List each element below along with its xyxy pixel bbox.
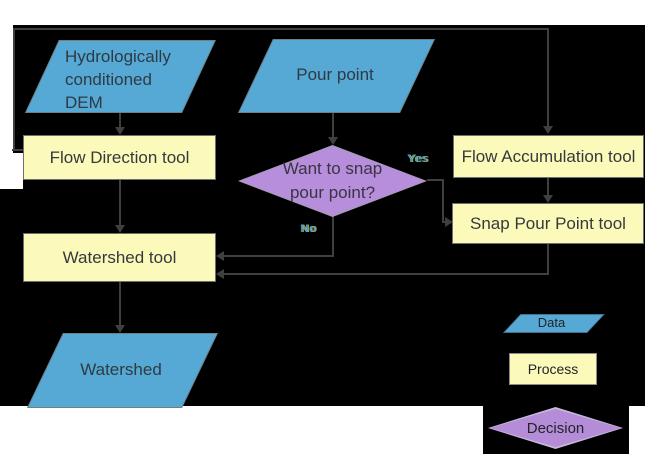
watershed-label: Watershed: [80, 359, 162, 379]
node-watershed: Watershed: [27, 333, 218, 408]
edge-decision-no-h: [222, 255, 334, 257]
edge-snappourpoint-v: [547, 244, 549, 274]
legend-data-label: Data: [537, 315, 566, 330]
node-flow-accumulation-tool: Flow Accumulation tool: [453, 135, 644, 178]
flow-accumulation-label: Flow Accumulation tool: [461, 146, 636, 166]
edge-flowdirection-exit-left: [12, 149, 23, 151]
arrowhead-pourpoint-to-decision: [328, 137, 338, 145]
node-flow-direction-tool: Flow Direction tool: [23, 135, 216, 180]
node-pour-point: Pour point: [238, 39, 435, 113]
dem-label-line3: DEM: [65, 93, 103, 112]
snap-pour-point-label: Snap Pour Point tool: [470, 213, 626, 233]
edge-top-horizontal: [13, 28, 549, 30]
node-decision-want-to-snap: Want to snap pour point?: [238, 145, 427, 217]
edge-right-vertical-to-flowaccumulation: [547, 28, 549, 127]
node-hydrologically-conditioned-dem: Hydrologically conditioned DEM: [25, 40, 216, 113]
pour-point-label: Pour point: [296, 65, 374, 84]
edge-decision-no-v: [332, 216, 334, 256]
edge-label-yes: Yes: [408, 153, 429, 165]
dem-label-line2: conditioned: [65, 70, 152, 89]
flow-direction-label: Flow Direction tool: [49, 147, 190, 167]
arrowhead-to-flowaccumulation: [543, 126, 553, 134]
arrowhead-flowdirection-to-watershedtool: [115, 225, 125, 233]
edge-dem-to-flowdirection: [119, 111, 121, 128]
edge-label-no: No: [301, 223, 318, 235]
dem-label-line1: Hydrologically: [65, 47, 171, 66]
node-watershed-tool: Watershed tool: [23, 233, 216, 282]
arrowhead-dem-to-flowdirection: [115, 127, 125, 135]
edge-pourpoint-to-decision: [332, 111, 334, 138]
arrowhead-flowaccumulation-to-snappourpoint: [543, 195, 553, 203]
edge-snappourpoint-to-watershedtool: [222, 273, 549, 275]
decision-label-line2: pour point?: [289, 183, 376, 202]
legend-item-data: Data: [503, 314, 605, 333]
edge-flowdirection-to-watershedtool: [119, 180, 121, 226]
edge-decision-yes-h1: [427, 179, 444, 181]
node-snap-pour-point-tool: Snap Pour Point tool: [452, 203, 644, 244]
arrowhead-no-to-watershedtool: [216, 251, 224, 261]
arrowhead-snappourpoint-to-watershedtool: [216, 269, 224, 279]
decision-label-line1: Want to snap: [282, 159, 383, 178]
arrowhead-watershedtool-to-watershed: [115, 325, 125, 333]
legend-item-process: Process: [509, 353, 597, 385]
legend-process-label: Process: [527, 361, 579, 377]
edge-flowaccumulation-to-snappourpoint: [547, 178, 549, 196]
legend-decision-label: Decision: [526, 419, 585, 437]
arrowhead-yes-to-snappourpoint: [445, 217, 453, 227]
watershed-tool-label: Watershed tool: [62, 247, 177, 267]
legend-item-decision: Decision: [488, 407, 623, 449]
edge-watershedtool-to-watershed: [119, 282, 121, 326]
dem-label: Hydrologically conditioned DEM: [25, 40, 213, 112]
edge-left-vertical: [13, 28, 15, 151]
edge-decision-yes-v: [442, 179, 444, 222]
decision-label: Want to snap pour point?: [238, 145, 427, 217]
